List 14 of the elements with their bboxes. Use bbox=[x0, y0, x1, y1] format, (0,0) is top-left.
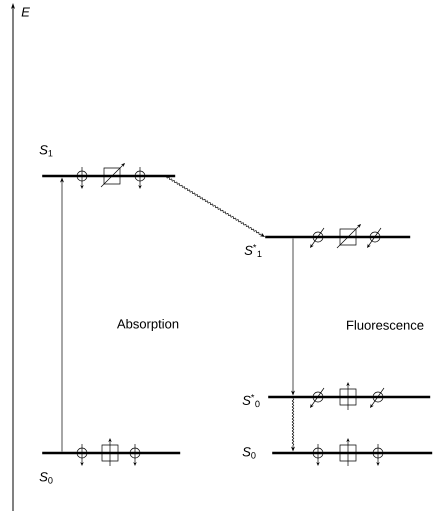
axis-label: E bbox=[22, 8, 30, 16]
node-label: S$_{0}$ bbox=[242, 447, 256, 459]
energy-level: S$^{*}$0 bbox=[242, 394, 430, 408]
wavy-arrow bbox=[165, 175, 265, 237]
edge-label: Absorption bbox=[116, 318, 180, 332]
energy-level: S$^{*}$1 bbox=[244, 236, 410, 257]
energy-level: S$_{1}$ bbox=[40, 145, 176, 178]
node-label: S$^{*}$1 bbox=[244, 244, 262, 257]
edge-label: Fluorescence bbox=[344, 319, 426, 331]
energy-level: S$_{0}$ bbox=[242, 447, 432, 459]
node-label: S$_{0}$ bbox=[40, 472, 53, 484]
node-label: S$^{*}$0 bbox=[242, 394, 260, 408]
node-label: S$_{1}$ bbox=[40, 145, 52, 156]
energy-level: S$_{0}$ bbox=[40, 452, 180, 484]
